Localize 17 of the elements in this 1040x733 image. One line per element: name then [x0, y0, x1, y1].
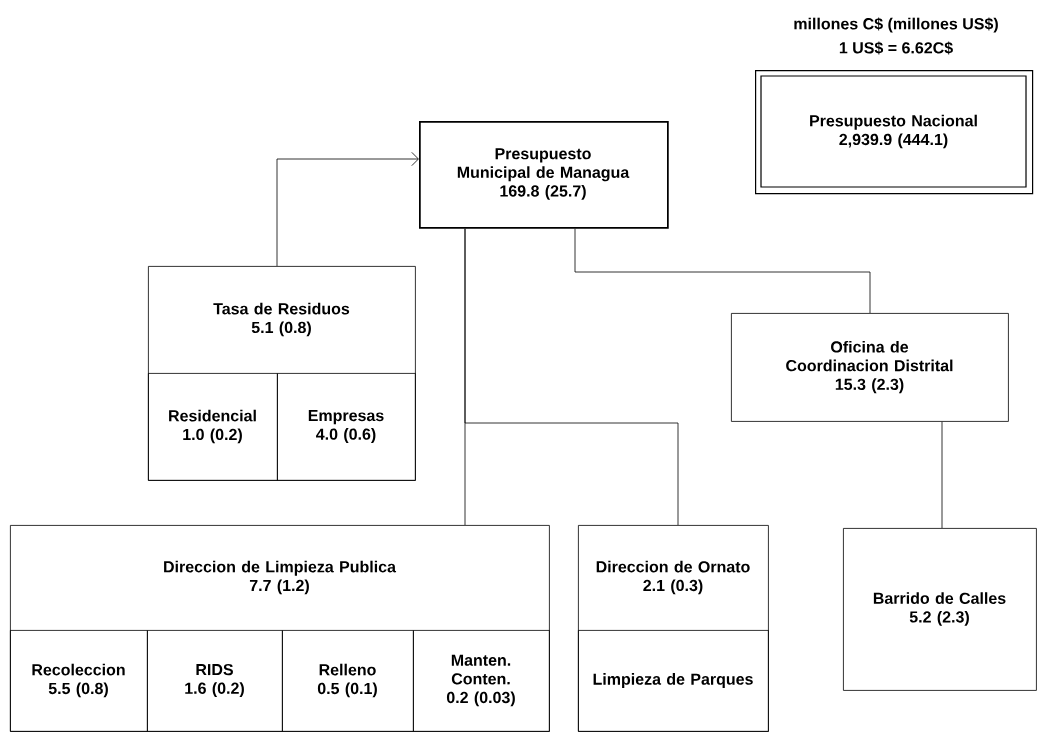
unit-note: millones C$ (millones US$)	[794, 17, 998, 33]
box: Recoleccion 5.5 (0.8)	[10, 630, 148, 732]
connector-line	[941, 421, 943, 529]
connector-line	[574, 228, 871, 314]
box: Limpieza de Parques	[578, 630, 769, 732]
box: Presupuesto Nacional 2,939.9 (444.1)	[755, 70, 1034, 195]
connector-line	[464, 228, 679, 526]
box: Residencial 1.0 (0.2)	[148, 373, 278, 481]
box: Relleno 0.5 (0.1)	[282, 630, 414, 732]
box: Empresas 4.0 (0.6)	[277, 373, 416, 481]
box: Manten. Conten. 0.2 (0.03)	[413, 630, 550, 732]
arrow	[276, 151, 419, 267]
box: RIDS 1.6 (0.2)	[147, 630, 283, 732]
box: Oficina de Coordinacion Distrital 15.3 (2.3)	[731, 313, 1009, 422]
unit-note: 1 US$ = 6.62C$	[839, 41, 953, 55]
box: Presupuesto Municipal de Managua 169.8 (25.7)	[419, 121, 669, 229]
box: Barrido de Calles 5.2 (2.3)	[843, 528, 1037, 691]
